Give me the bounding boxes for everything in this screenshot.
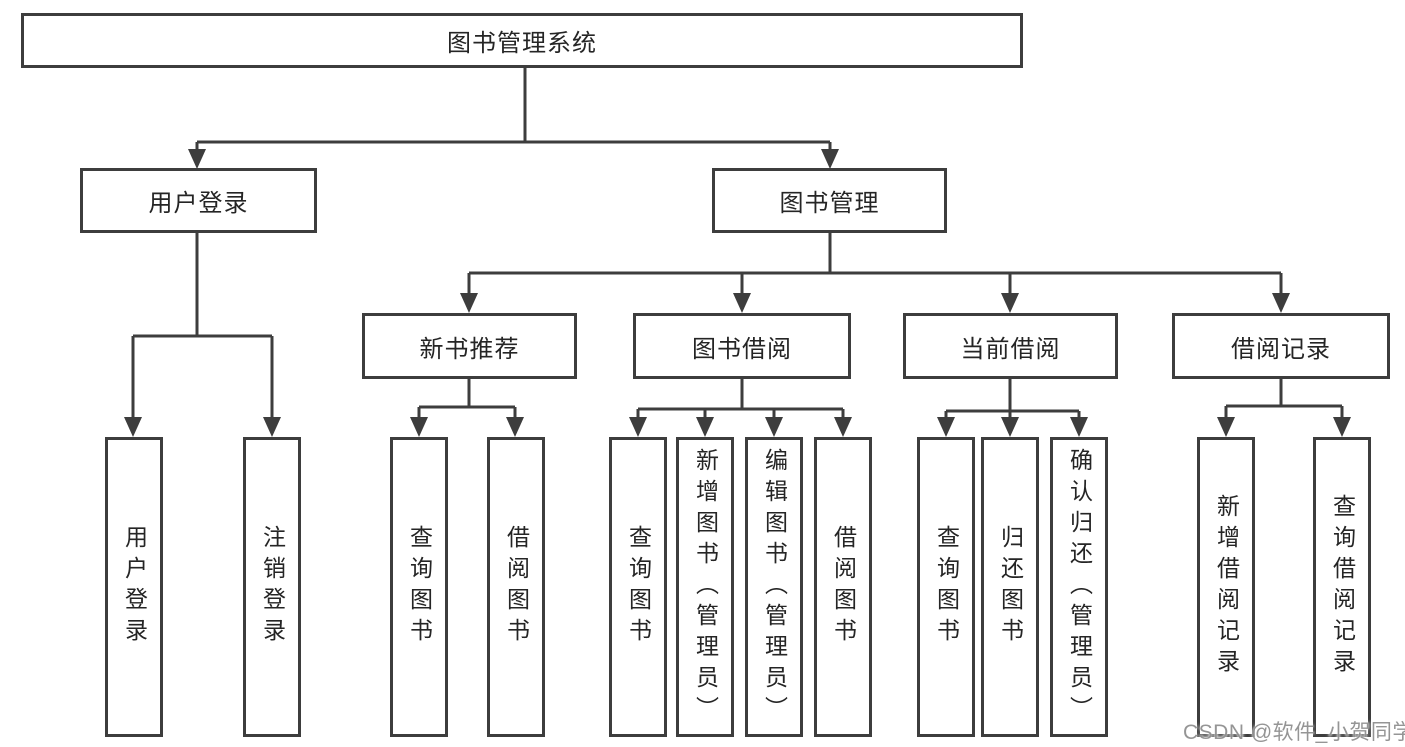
node-borrow-records-label: 借阅记录 [1231,335,1331,363]
node-borrow-records: 借阅记录 [1172,313,1390,379]
node-root: 图书管理系统 [21,13,1023,68]
arrow-down-icon [460,293,478,313]
arrow-down-icon [188,149,206,169]
leaf-query-books-current: 查询图书 [917,437,975,737]
node-book-management-label: 图书管理 [779,190,880,217]
arrow-down-icon [696,417,714,437]
leaf-edit-book-admin-label: 编辑图书（管理员） [761,447,788,727]
leaf-query-books-recommend: 查询图书 [390,437,448,737]
arrowheads [124,149,1351,437]
leaf-edit-book-admin: 编辑图书（管理员） [745,437,803,737]
arrow-down-icon [1272,293,1290,313]
leaf-confirm-return-admin-label: 确认归还（管理员） [1066,447,1093,727]
arrow-down-icon [506,417,524,437]
arrow-down-icon [410,417,428,437]
arrow-down-icon [765,417,783,437]
arrow-down-icon [1217,417,1235,437]
edge-borrow-records-split [1224,378,1344,420]
arrow-down-icon [1001,293,1019,313]
leaf-add-book-admin-label: 新增图书（管理员） [692,447,719,727]
arrow-down-icon [1070,417,1088,437]
leaf-borrow-books-recommend-label: 借阅图书 [503,525,530,649]
node-current-borrow-label: 当前借阅 [960,335,1061,363]
edge-book-borrow-split [636,379,845,420]
node-book-borrow-label: 图书借阅 [692,335,792,363]
edge-book-management-split [467,233,1283,296]
node-current-borrow: 当前借阅 [903,313,1118,379]
leaf-user-login: 用户登录 [105,437,163,737]
node-book-management: 图书管理 [712,168,947,233]
node-user-login: 用户登录 [80,168,317,233]
leaf-add-borrow-record: 新增借阅记录 [1197,437,1255,737]
arrow-down-icon [834,417,852,437]
node-new-book-recommend-label: 新书推荐 [419,335,520,363]
csdn-watermark: CSDN @软件_小贺同学 [1183,721,1405,744]
arrow-down-icon [1333,417,1351,437]
arrow-down-icon [821,149,839,169]
node-user-login-label: 用户登录 [148,190,249,217]
leaf-query-borrow-record: 查询借阅记录 [1313,437,1371,737]
leaf-query-books-borrow-label: 查询图书 [625,525,652,649]
edge-user-login-split [131,233,274,420]
leaf-borrow-books-label: 借阅图书 [830,525,857,649]
leaf-return-book-label: 归还图书 [997,525,1024,649]
arrow-down-icon [733,293,751,313]
leaf-user-login-label: 用户登录 [121,525,148,649]
leaf-add-book-admin: 新增图书（管理员） [676,437,734,737]
leaf-query-books-recommend-label: 查询图书 [406,525,433,649]
arrow-down-icon [1001,417,1019,437]
arrow-down-icon [124,417,142,437]
arrow-down-icon [937,417,955,437]
node-new-book-recommend: 新书推荐 [362,313,577,379]
leaf-query-books-current-label: 查询图书 [933,525,960,649]
node-root-label: 图书管理系统 [447,30,597,57]
leaf-logout: 注销登录 [243,437,301,737]
arrow-down-icon [629,417,647,437]
leaf-add-borrow-record-label: 新增借阅记录 [1213,494,1240,680]
node-book-borrow: 图书借阅 [633,313,851,379]
edge-new-book-split [417,378,517,420]
leaf-borrow-books: 借阅图书 [814,437,872,737]
leaf-return-book: 归还图书 [981,437,1039,737]
leaf-logout-label: 注销登录 [259,525,286,649]
leaf-confirm-return-admin: 确认归还（管理员） [1050,437,1108,737]
edge-current-borrow-split [944,379,1081,420]
edge-root-to-level2 [195,68,832,152]
leaf-query-borrow-record-label: 查询借阅记录 [1329,494,1356,680]
leaf-borrow-books-recommend: 借阅图书 [487,437,545,737]
arrow-down-icon [263,417,281,437]
leaf-query-books-borrow: 查询图书 [609,437,667,737]
